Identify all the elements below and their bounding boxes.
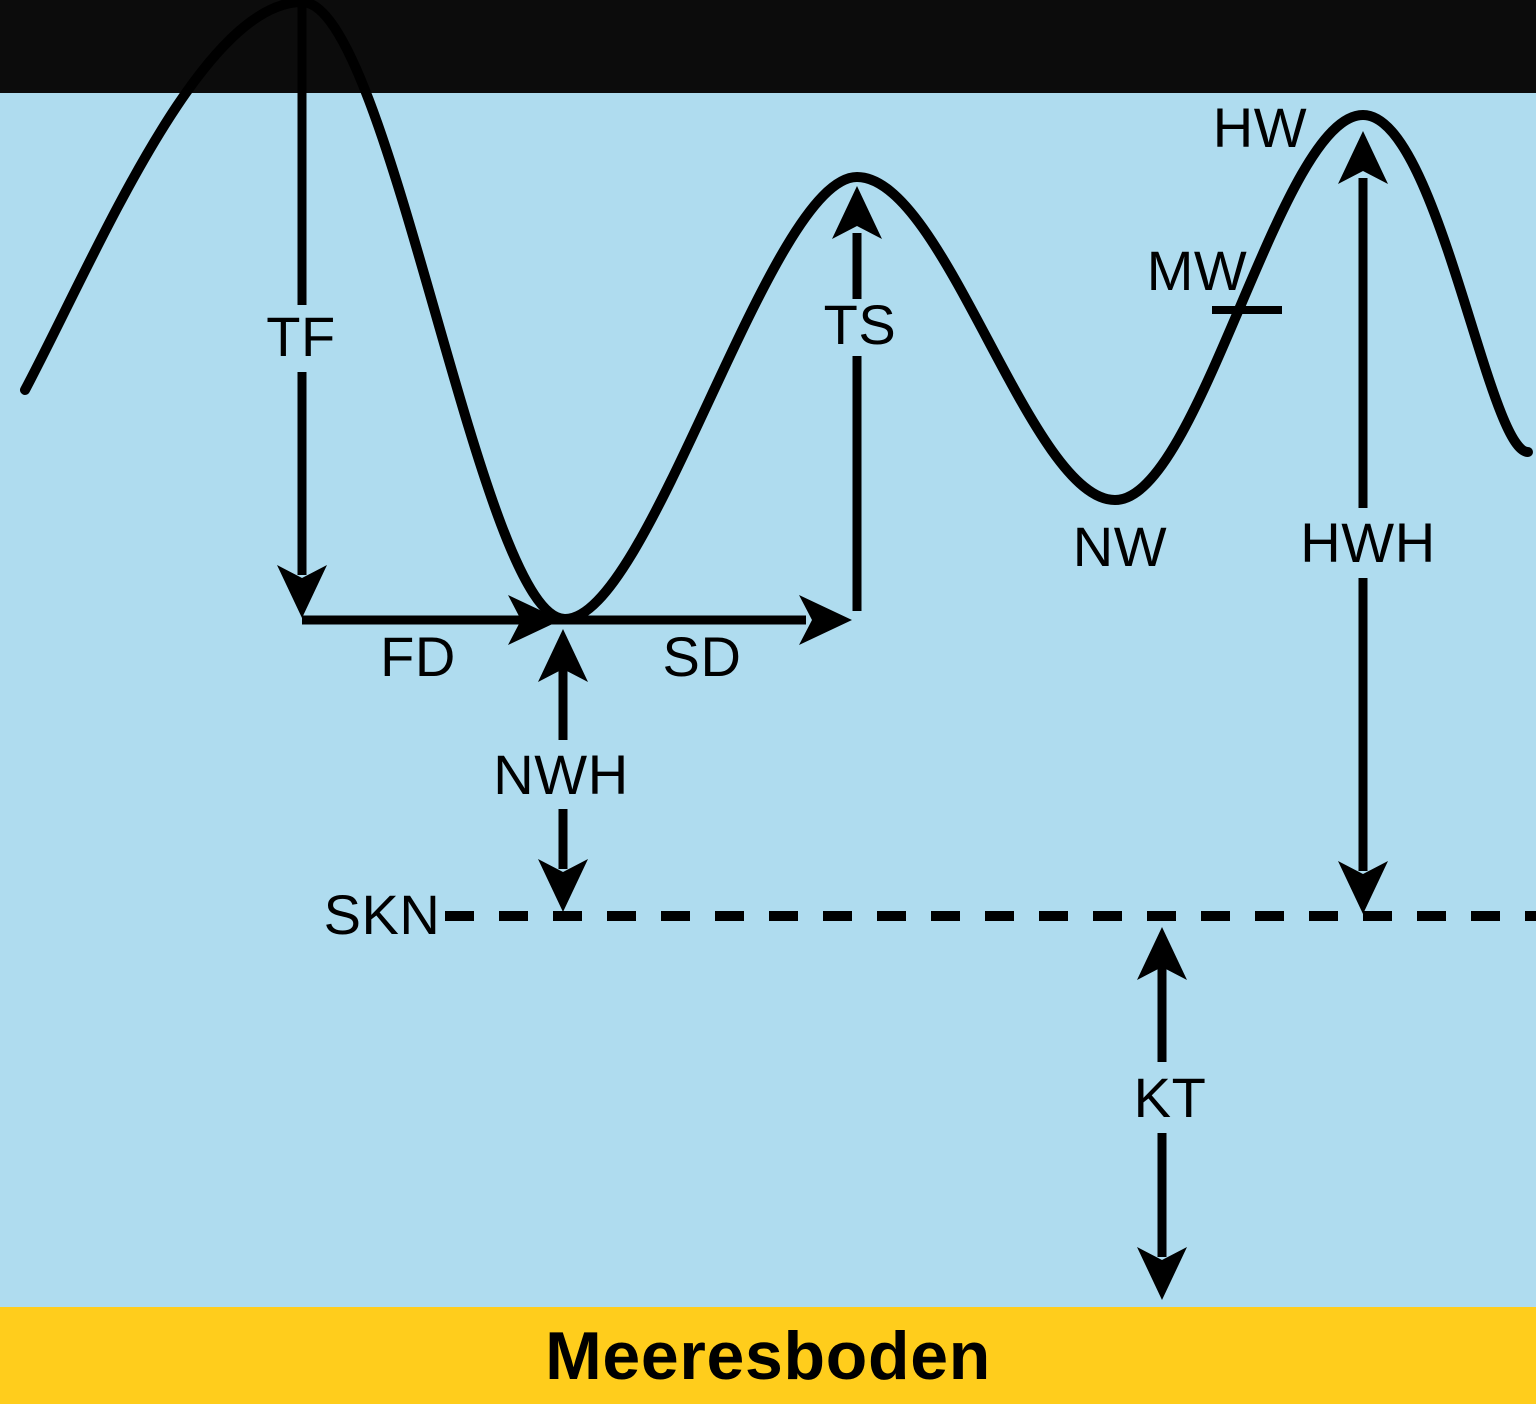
label-hwh: HWH: [1300, 511, 1436, 574]
label-hw: HW: [1212, 96, 1308, 159]
label-fd: FD: [380, 625, 456, 688]
nwh-arrowhead-down: [538, 859, 588, 912]
label-mw: MW: [1146, 239, 1248, 302]
seabed-label: Meeresboden: [545, 1317, 991, 1394]
tide-curve: [20, 0, 1533, 624]
sd-arrowhead-right: [799, 595, 852, 645]
label-sd: SD: [662, 625, 742, 688]
seabed-band: Meeresboden: [0, 1307, 1536, 1404]
label-ts: TS: [823, 293, 897, 356]
label-tf: TF: [266, 305, 336, 368]
label-skn: SKN: [323, 883, 441, 946]
hwh-arrowhead-down: [1338, 861, 1388, 914]
label-nw: NW: [1072, 515, 1168, 578]
label-nwh: NWH: [493, 743, 629, 806]
fd-arrowhead-right: [508, 595, 561, 645]
label-kt: KT: [1133, 1066, 1207, 1129]
ts-arrowhead-up: [832, 186, 882, 239]
hwh-arrowhead-up: [1338, 131, 1388, 184]
kt-arrowhead-down: [1137, 1247, 1187, 1300]
nwh-arrowhead-up: [538, 629, 588, 682]
tf-arrowhead-down: [277, 565, 327, 618]
kt-arrowhead-up: [1137, 927, 1187, 980]
